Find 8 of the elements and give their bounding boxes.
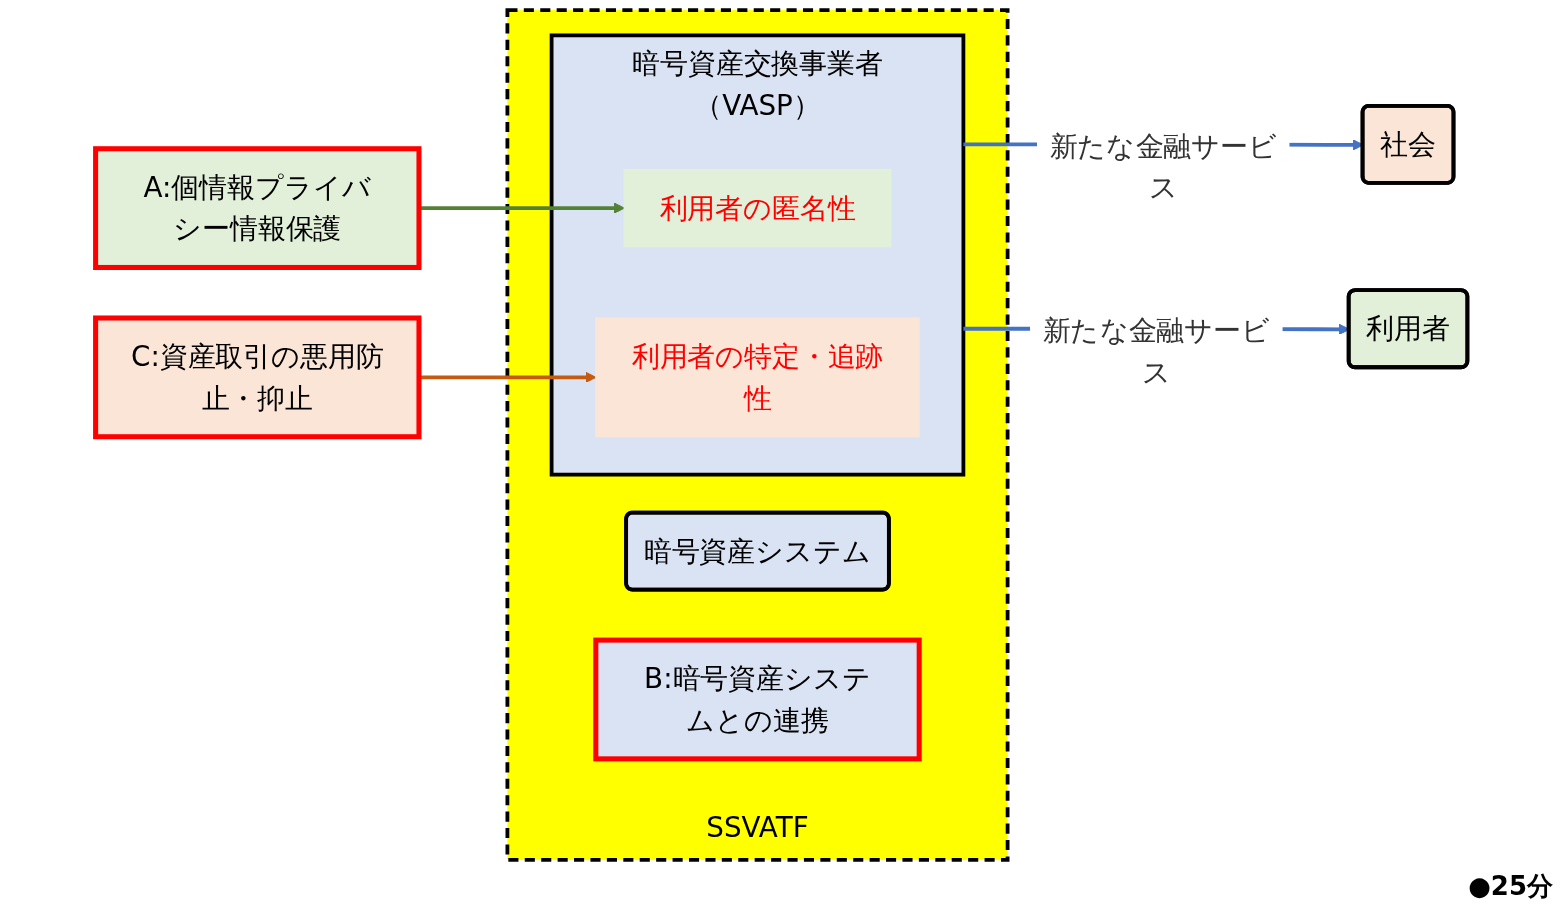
node-box: C:資産取引の悪用防止・抑止 bbox=[93, 315, 422, 440]
node-box: 利用者の匿名性 bbox=[623, 168, 892, 248]
node-box: 利用者の特定・追跡性 bbox=[595, 317, 920, 438]
edge-label: 新たな金融サービス bbox=[1042, 314, 1271, 389]
note-text: ●25分 bbox=[1468, 870, 1553, 903]
edge-label: 新たな金融サービス bbox=[1049, 130, 1277, 204]
node-box: A:個情報プライバシー情報保護 bbox=[93, 146, 422, 270]
node-box: B:暗号資産システムとの連携 bbox=[593, 637, 922, 762]
